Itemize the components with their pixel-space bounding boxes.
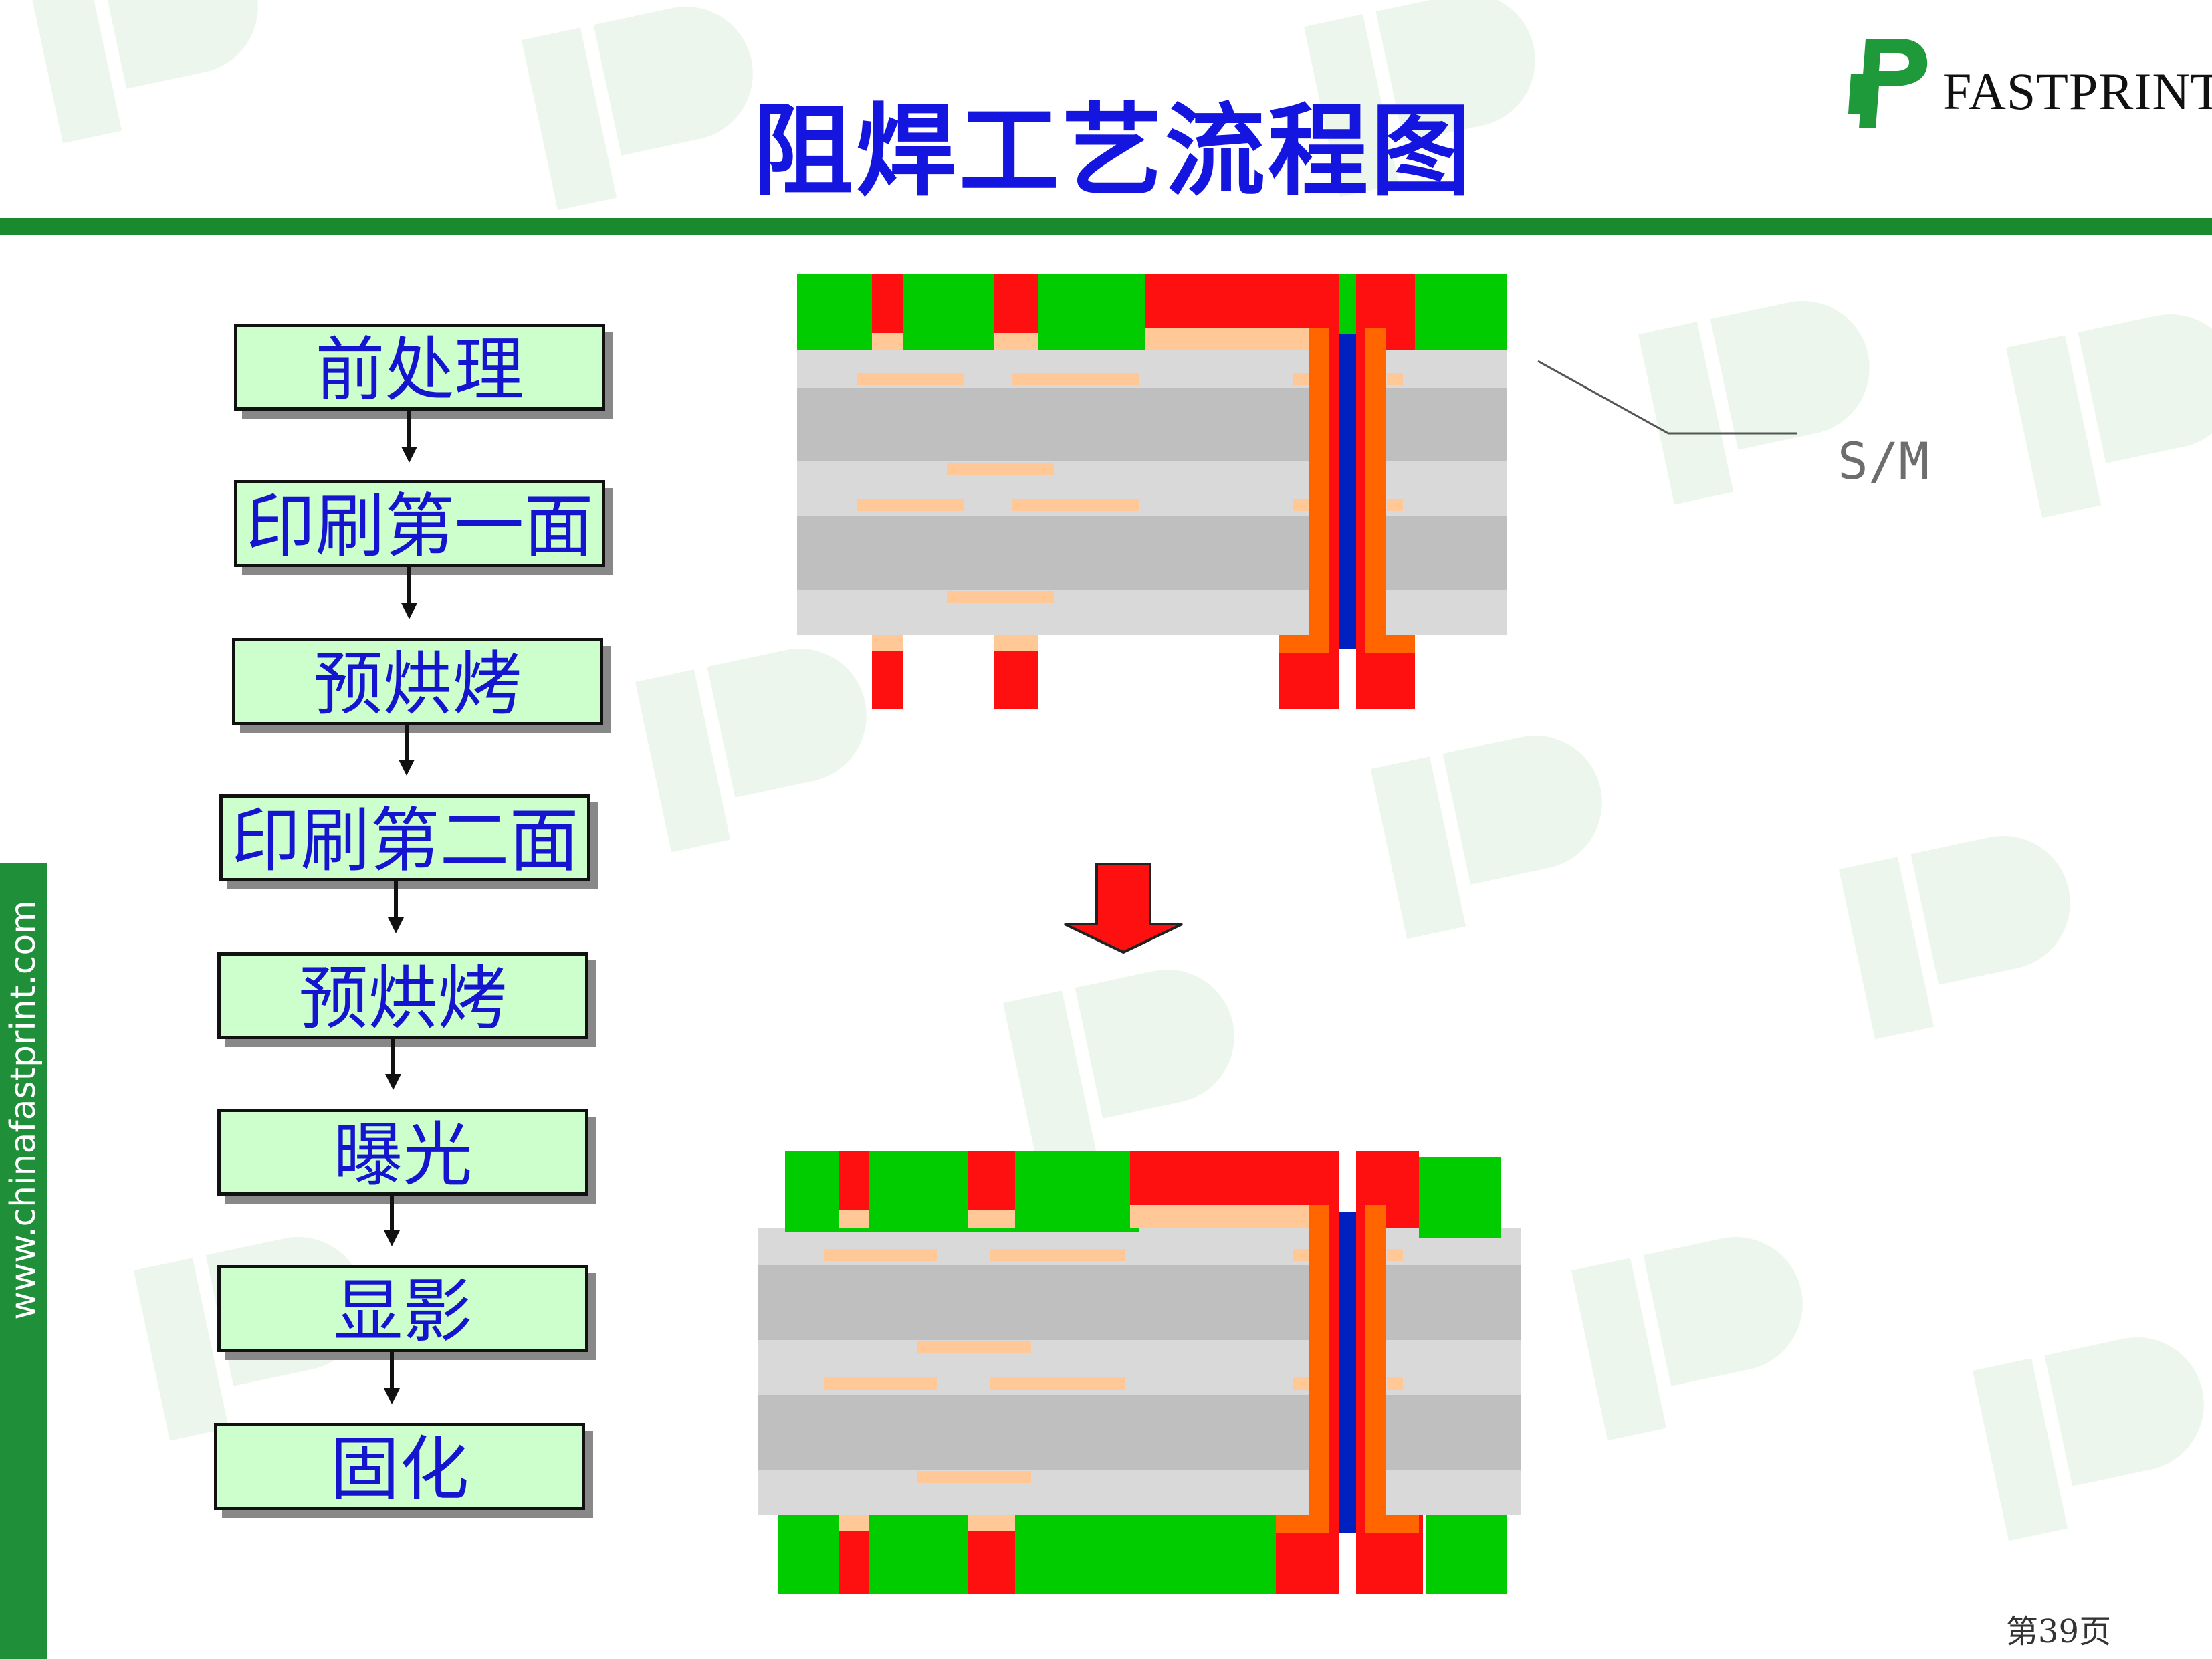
fastprint-logo-icon [1848,39,1928,128]
step-pretreatment: 前处理 [234,324,605,411]
logo-wordmark: FASTPRINT [1943,62,2212,120]
step-cure: 固化 [214,1423,585,1510]
callout-line [1537,360,1797,435]
step-prebake-1: 预烘烤 [232,638,603,725]
step-develop: 显影 [217,1265,588,1352]
side-bar [0,863,47,1659]
process-down-arrow-icon [1064,863,1183,954]
page-number: 第39页 [2006,1613,2112,1650]
pcb-after-cross-section [758,1151,1521,1594]
header-divider [0,218,2212,235]
step-exposure: 曝光 [217,1109,588,1196]
pcb-before-cross-section [797,274,1507,709]
page-title: 阻焊工艺流程图 [752,94,1474,210]
step-prebake-2: 预烘烤 [217,952,588,1039]
step-print-side-1: 印刷第一面 [234,480,605,567]
solder-mask-label: S/M [1838,431,1930,491]
step-print-side-2: 印刷第二面 [219,794,590,881]
